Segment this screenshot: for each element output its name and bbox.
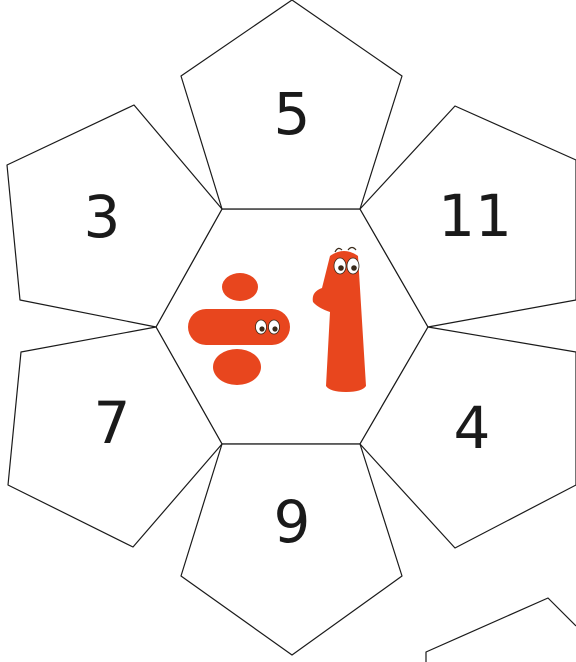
- partial-shape: [426, 598, 576, 662]
- petal-bottom: 9: [181, 444, 402, 655]
- petal-number-lower-right: 4: [454, 394, 491, 462]
- petal-top: 5: [181, 0, 402, 209]
- petal-number-upper-right: 11: [438, 182, 512, 250]
- petal-number-lower-left: 7: [94, 389, 131, 457]
- petal-number-top: 5: [274, 80, 311, 148]
- petal-number-upper-left: 3: [84, 183, 121, 251]
- petal-number-bottom: 9: [274, 488, 311, 556]
